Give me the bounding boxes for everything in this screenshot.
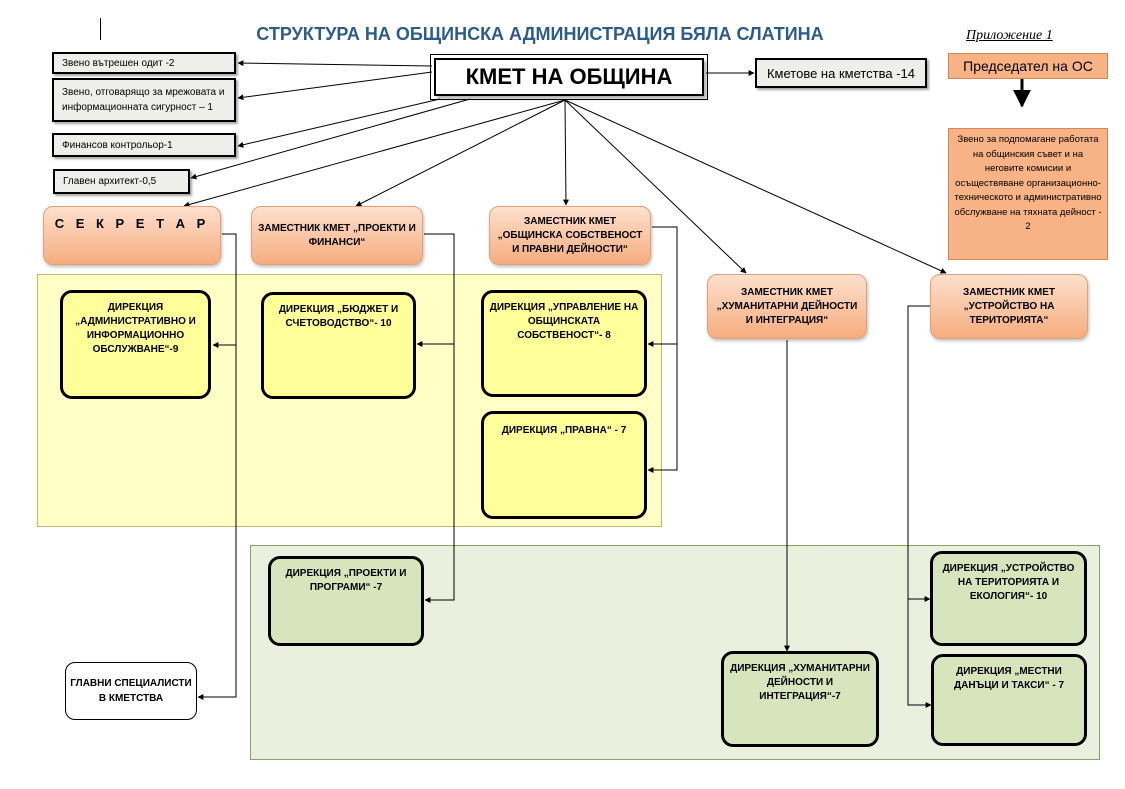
annex-label: Приложение 1	[966, 28, 1053, 43]
deputy-territory: ЗАМЕСТНИК КМЕТ „УСТРОЙСТВО НА ТЕРИТОРИЯТ…	[930, 274, 1088, 339]
property-to-legal	[647, 226, 678, 473]
village-mayors-box: Кметове на кметства -14	[755, 58, 927, 88]
deputy-humanitarian: ЗАМЕСТНИК КМЕТ „ХУМАНИТАРНИ ДЕЙНОСТИ И И…	[707, 274, 867, 339]
directorate-admin: ДИРЕКЦИЯ „АДМИНИСТРАТИВНО И ИНФОРМАЦИОНН…	[60, 290, 211, 399]
unit-network-security: Звено, отговарящо за мрежовата и информа…	[52, 78, 236, 122]
secretary-box: С Е К Р Е Т А Р	[43, 206, 221, 265]
deputy-property-legal: ЗАМЕСТНИК КМЕТ „ОБЩИНСКА СОБСТВЕНОСТ И П…	[489, 206, 651, 265]
deputy-projects-finance: ЗАМЕСТНИК КМЕТ „ПРОЕКТИ И ФИНАНСИ“	[251, 206, 423, 265]
arrow-to-architect	[190, 98, 471, 180]
council-chair-box: Председател на ОС	[948, 53, 1108, 79]
directorate-legal: ДИРЕКЦИЯ „ПРАВНА“ - 7	[481, 411, 647, 519]
directorate-budget: ДИРЕКЦИЯ „БЮДЖЕТ И СЧЕТОВОДСТВО“- 10	[261, 292, 416, 399]
finance-to-projects-dir	[424, 233, 455, 603]
unit-financial-controller: Финансов контрольор-1	[52, 133, 236, 157]
mayor-fan-arrows	[183, 99, 947, 274]
top-left-rule	[100, 18, 101, 40]
arrow-to-audit	[237, 60, 433, 67]
directorate-taxes: ДИРЕКЦИЯ „МЕСТНИ ДАНЪЦИ И ТАКСИ“ - 7	[931, 654, 1087, 746]
directorate-property: ДИРЕКЦИЯ „УПРАВЛЕНИЕ НА ОБЩИНСКАТА СОБСТ…	[481, 290, 647, 397]
council-support-box: Звено за подпомагане работата на общинск…	[948, 128, 1108, 260]
directorate-humanitarian: ДИРЕКЦИЯ „ХУМАНИТАРНИ ДЕЙНОСТИ И ИНТЕГРА…	[721, 651, 879, 747]
directorate-projects: ДИРЕКЦИЯ „ПРОЕКТИ И ПРОГРАМИ“ -7	[268, 556, 424, 646]
arrow-to-controller	[237, 98, 441, 148]
unit-chief-architect: Главен архитект-0,5	[53, 169, 190, 194]
page-title: СТРУКТУРА НА ОБЩИНСКА АДМИНИСТРАЦИЯ БЯЛА…	[256, 24, 824, 44]
mayor-box: КМЕТ НА ОБЩИНА	[430, 54, 708, 100]
unit-internal-audit: Звено вътрешен одит -2	[52, 52, 236, 74]
secretary-to-specialists	[197, 233, 237, 700]
directorate-territory: ДИРЕКЦИЯ „УСТРОЙСТВО НА ТЕРИТОРИЯТА И ЕК…	[930, 551, 1087, 646]
arrow-to-security	[237, 71, 433, 101]
territory-to-taxes	[907, 305, 932, 708]
village-specialists-box: ГЛАВНИ СПЕЦИАЛИСТИ В КМЕТСТВА	[65, 662, 197, 720]
